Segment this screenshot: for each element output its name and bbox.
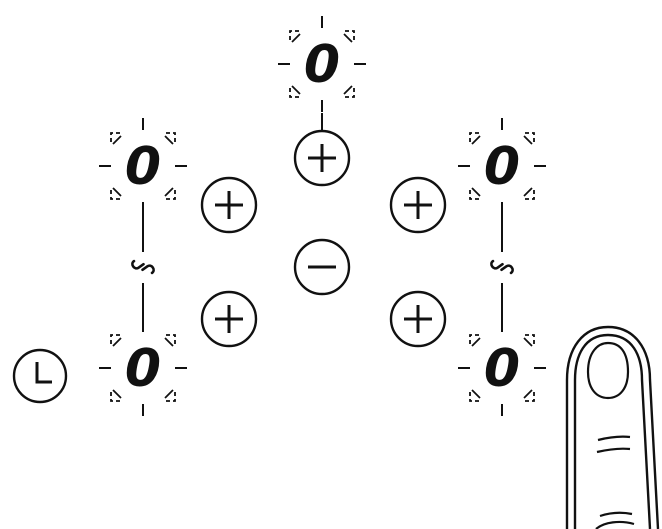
clock-icon <box>12 348 68 404</box>
plus-icon <box>293 129 351 187</box>
plus-button-lower-left[interactable] <box>200 290 258 348</box>
plus-button-upper-left[interactable] <box>200 176 258 234</box>
display-top-center: 0 <box>277 15 367 113</box>
minus-button[interactable] <box>293 238 351 296</box>
display-digit: 0 <box>125 339 161 399</box>
display-digit: 0 <box>304 35 340 95</box>
plus-button-lower-right[interactable] <box>389 290 447 348</box>
link-icon <box>488 253 516 281</box>
link-icon <box>129 253 157 281</box>
display-digit: 0 <box>484 137 520 197</box>
plus-button-top-center[interactable] <box>293 129 351 187</box>
plus-icon <box>389 290 447 348</box>
display-upper-left: 0 <box>98 117 188 215</box>
display-digit: 0 <box>125 137 161 197</box>
finger-icon <box>565 325 660 529</box>
display-lower-right: 0 <box>457 319 547 417</box>
plus-icon <box>389 176 447 234</box>
plus-icon <box>200 290 258 348</box>
timer-button[interactable] <box>12 348 68 404</box>
display-upper-right: 0 <box>457 117 547 215</box>
link-icon-right[interactable] <box>488 253 516 281</box>
plus-button-upper-right[interactable] <box>389 176 447 234</box>
display-digit: 0 <box>484 339 520 399</box>
link-icon-left[interactable] <box>129 253 157 281</box>
display-lower-left: 0 <box>98 319 188 417</box>
plus-icon <box>200 176 258 234</box>
